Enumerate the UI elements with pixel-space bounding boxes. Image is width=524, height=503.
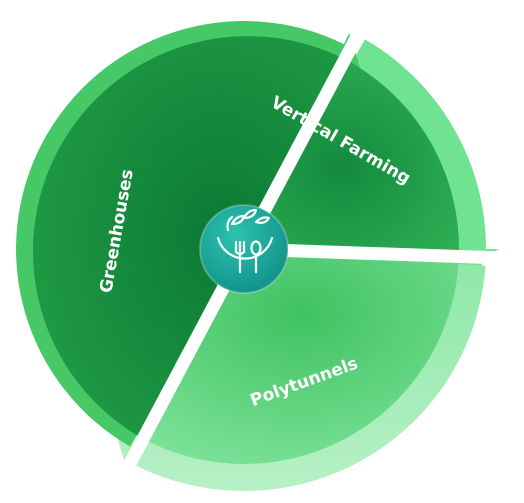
plant-fork-spoon-icon [216, 208, 274, 274]
arrow-polytunnels [117, 263, 486, 491]
segment-greenhouses [32, 36, 345, 439]
arrow-vertical-farming [350, 39, 498, 277]
segment-vertical-farming [244, 59, 460, 257]
segments [32, 20, 500, 478]
center-badge [199, 204, 289, 294]
